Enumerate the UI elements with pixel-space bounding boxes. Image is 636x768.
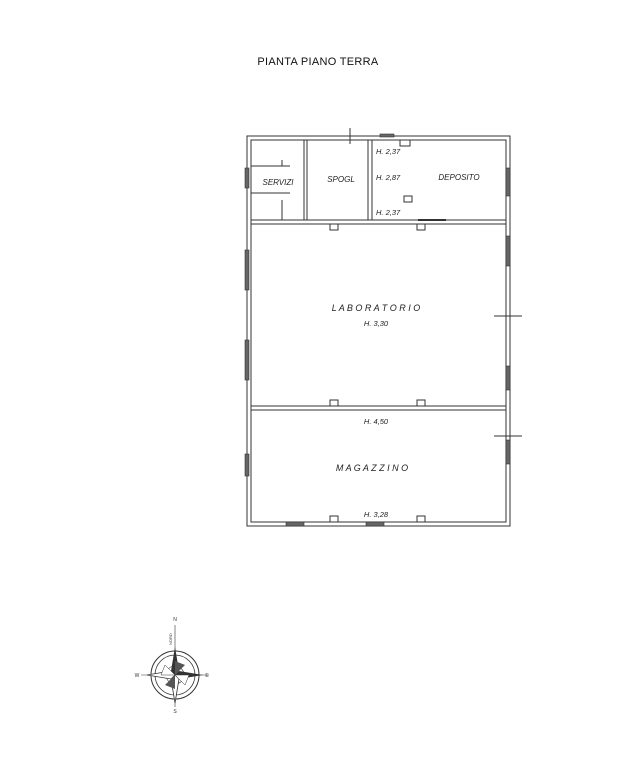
window-right-3 — [505, 365, 511, 391]
room-label-laboratorio: L A B O R A T O R I O — [332, 303, 421, 313]
height-label-1: H. 2,37 — [376, 147, 401, 156]
room-label-spogl: SPOGL — [327, 175, 355, 184]
height-label-lab: H. 3,30 — [364, 319, 389, 328]
window-left-3 — [244, 339, 250, 381]
compass-nord: NORD — [168, 633, 173, 645]
height-label-magazzino: H. 3,28 — [364, 510, 389, 519]
plan-title: PIANTA PIANO TERRA — [257, 56, 379, 68]
window-right-2 — [505, 235, 511, 267]
room-label-magazzino: M A G A Z Z I N O — [336, 463, 408, 473]
window-left-4 — [244, 453, 250, 477]
window-right-4 — [505, 439, 511, 465]
compass-south: S — [173, 709, 177, 715]
window-left-1 — [244, 167, 250, 189]
window-left-2 — [244, 249, 250, 291]
window-top-1 — [379, 133, 395, 138]
window-right-1 — [505, 167, 511, 197]
room-label-servizi: SERVIZI — [263, 178, 295, 187]
compass-north: N — [173, 617, 177, 623]
room-label-deposito: DEPOSITO — [438, 173, 479, 182]
compass-rose-icon: N NORD S E W — [135, 617, 210, 715]
window-bottom-2 — [365, 521, 385, 527]
height-label-2: H. 2,87 — [376, 173, 401, 182]
height-label-3: H. 2,37 — [376, 208, 401, 217]
height-label-mid: H. 4,50 — [364, 417, 389, 426]
window-bottom-1 — [285, 521, 305, 527]
deposito-notch — [399, 139, 411, 147]
compass-east: E — [205, 673, 209, 679]
compass-west: W — [135, 673, 140, 679]
